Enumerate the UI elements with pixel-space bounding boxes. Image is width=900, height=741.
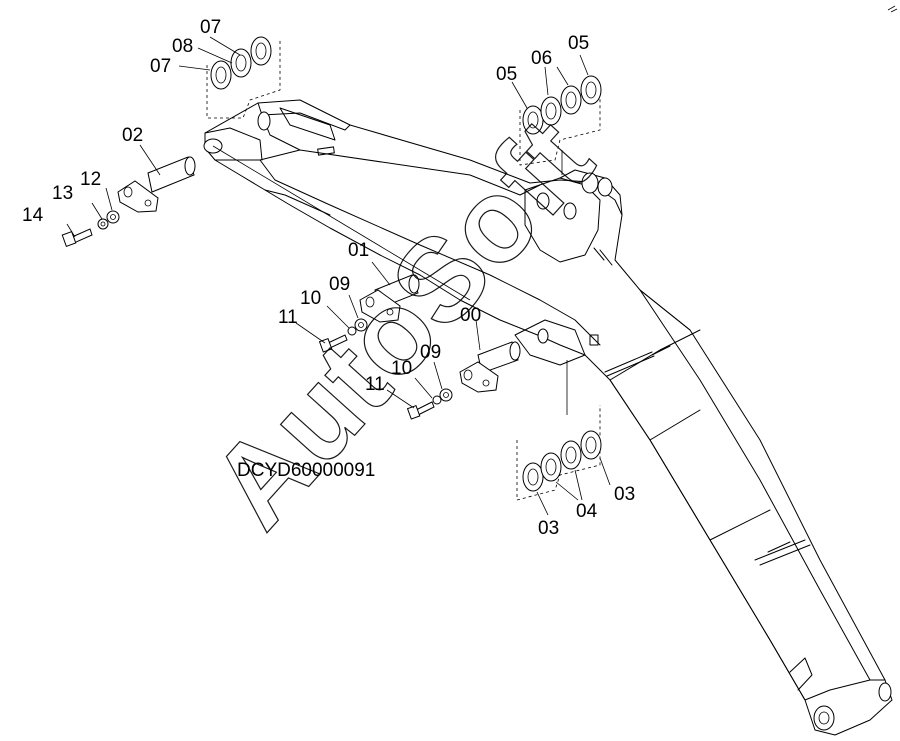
label-10-upper: 10 xyxy=(300,288,321,309)
label-12: 12 xyxy=(80,169,101,190)
bolt-11-lower xyxy=(406,401,435,420)
label-06: 06 xyxy=(531,48,552,69)
boom-arm xyxy=(203,99,893,736)
label-11-lower: 11 xyxy=(365,374,385,395)
label-08: 08 xyxy=(172,36,193,57)
label-05-right: 05 xyxy=(568,33,589,54)
label-07-top: 07 xyxy=(200,17,221,38)
label-03-right: 03 xyxy=(614,484,635,505)
label-07-left: 07 xyxy=(150,56,171,77)
label-05-left: 05 xyxy=(496,64,517,85)
bolt-14 xyxy=(61,228,93,247)
label-04: 04 xyxy=(576,501,598,522)
washer-09-lower xyxy=(439,388,453,402)
label-03-left: 03 xyxy=(538,518,559,539)
corner-mark xyxy=(887,5,898,13)
label-13: 13 xyxy=(52,183,73,204)
label-11-upper: 11 xyxy=(278,307,298,328)
shims-05-06 xyxy=(519,75,602,175)
washer-10-lower xyxy=(432,395,442,405)
pin-02 xyxy=(117,156,196,213)
washer-13 xyxy=(97,218,109,230)
label-09-upper: 09 xyxy=(329,274,350,295)
drawing-code: DCYD60000091 xyxy=(237,460,375,481)
label-00: 00 xyxy=(460,305,481,326)
shims-03-04 xyxy=(516,360,602,501)
shims-07-08 xyxy=(206,36,281,119)
part-labels: 00 01 02 03 03 04 05 05 06 07 07 08 09 0… xyxy=(22,17,635,539)
pin-00 xyxy=(459,341,521,393)
label-02: 02 xyxy=(122,125,143,146)
washer-09-upper xyxy=(354,318,368,332)
washer-10-upper xyxy=(347,326,357,336)
pin-01 xyxy=(359,274,420,323)
label-14: 14 xyxy=(22,205,44,226)
washer-12 xyxy=(106,210,120,224)
label-01: 01 xyxy=(348,240,369,261)
watermark-text: AutoSoft xyxy=(186,94,617,552)
label-10-lower: 10 xyxy=(391,358,412,379)
leader-lines xyxy=(66,36,611,516)
bolt-11-upper xyxy=(318,334,348,353)
label-09-lower: 09 xyxy=(420,342,441,363)
